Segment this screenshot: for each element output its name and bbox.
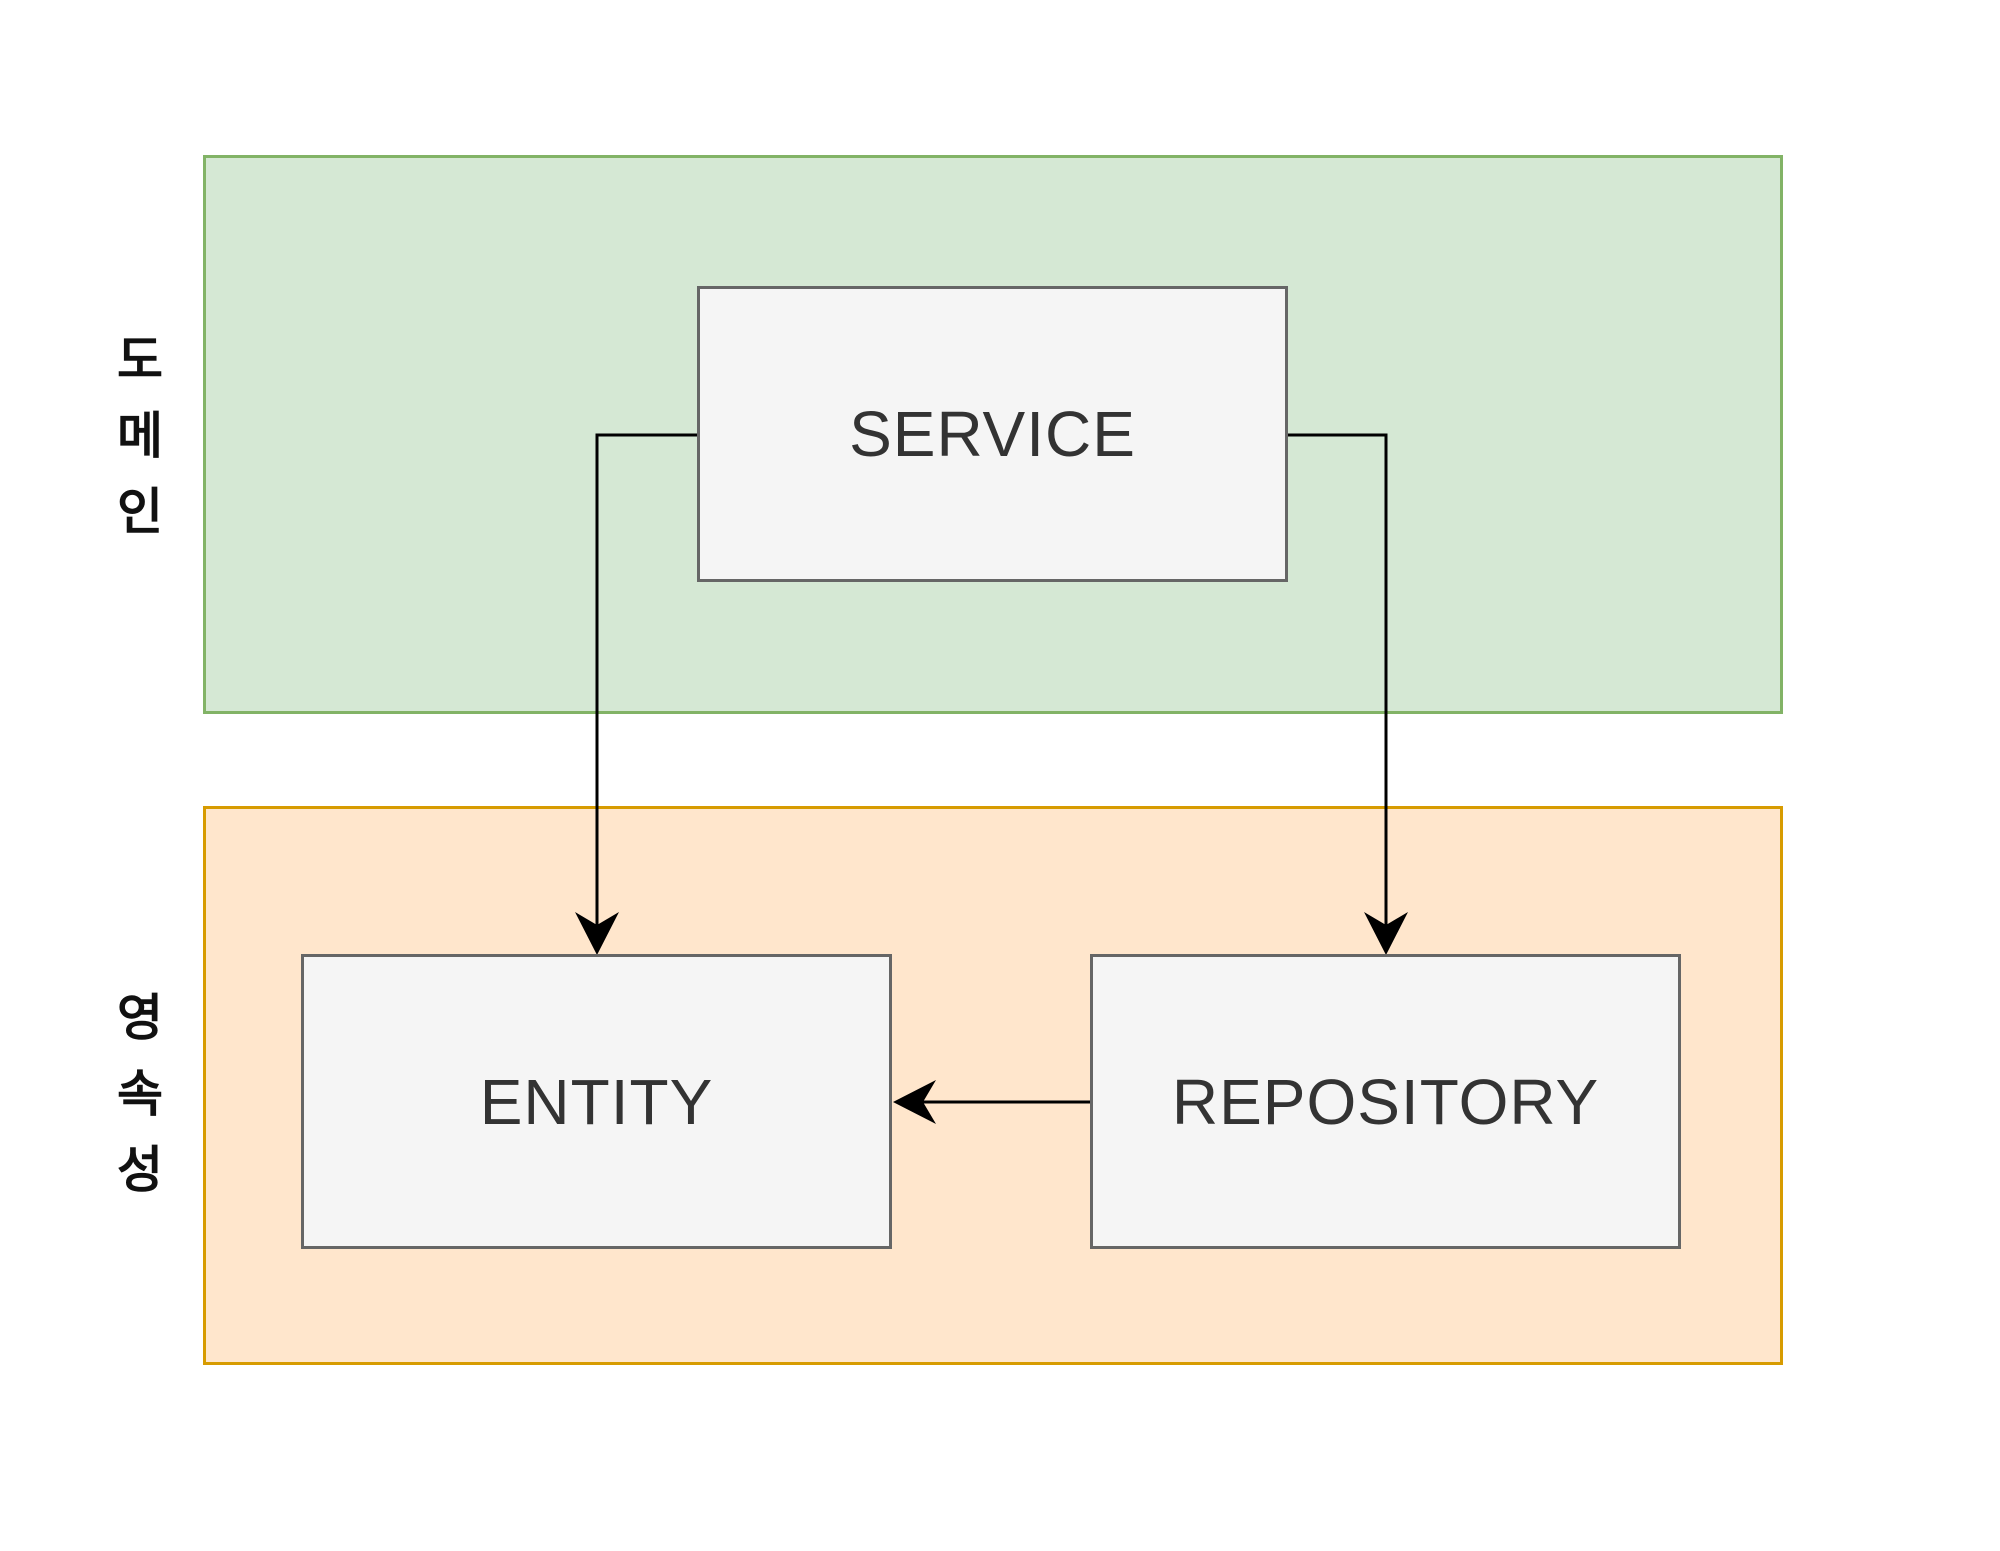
- entity-node-label: ENTITY: [479, 1065, 714, 1138]
- persistence-label-char: 영: [117, 989, 163, 1047]
- repository-node-label: REPOSITORY: [1171, 1065, 1600, 1138]
- domain-label-char: 메: [117, 407, 163, 465]
- domain-label-char: 인: [117, 483, 163, 541]
- service-node-label: SERVICE: [849, 398, 1136, 470]
- persistence-label-char: 성: [117, 1141, 163, 1199]
- service-node: SERVICE: [697, 286, 1288, 582]
- repository-node: REPOSITORY: [1090, 954, 1681, 1249]
- domain-label-char: 도: [117, 331, 163, 389]
- persistence-layer-label: 영 속 성: [100, 980, 180, 1208]
- persistence-label-char: 속: [117, 1065, 163, 1123]
- entity-node: ENTITY: [301, 954, 892, 1249]
- domain-layer-label: 도 메 인: [100, 322, 180, 550]
